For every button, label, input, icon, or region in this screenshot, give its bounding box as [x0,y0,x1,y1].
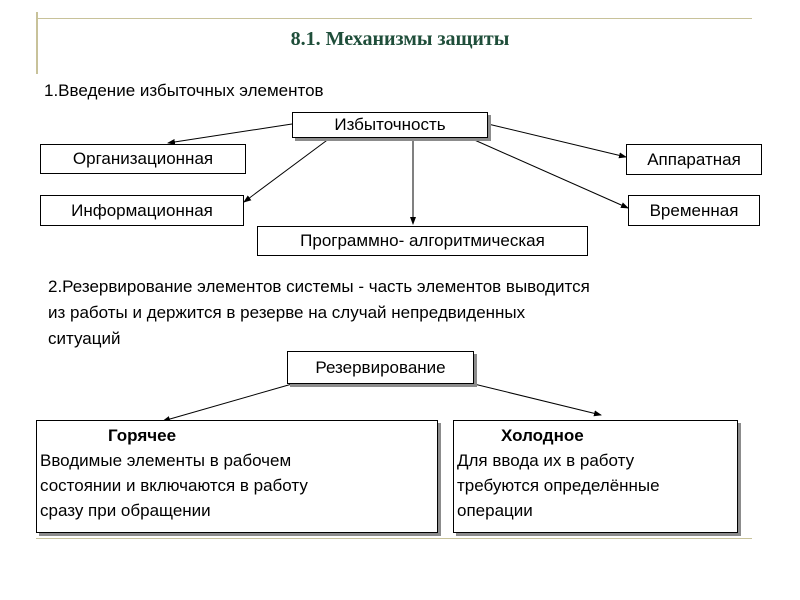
node-organizational: Организационная [40,144,246,174]
section1-heading: 1.Введение избыточных элементов [44,81,324,100]
arrow-to-cold [473,383,602,417]
arrow-to-time [469,137,629,209]
node-reservation: Резервирование [287,351,474,384]
arrow-to-org [167,123,293,145]
section2-heading-line-2: из работы и держится в резерве на случай… [48,303,526,322]
box-hot-reserve: Горячее Вводимые элементы в рабочем сост… [36,420,438,533]
node-software-algorithmic: Программно- алгоритмическая [257,226,588,256]
hot-reserve-title: Горячее [108,426,177,445]
frame-left-accent [36,12,38,74]
node-hardware: Аппаратная [626,144,762,175]
frame-top-line [36,18,752,19]
arrow-to-info [243,137,331,203]
frame-bottom-line [36,538,752,539]
section2-heading-line-1: 2.Резервирование элементов системы - час… [48,277,590,296]
hot-reserve-line-3: сразу при обращении [40,501,211,520]
arrow-to-hw [487,123,627,159]
box-cold-reserve: Холодное Для ввода их в работу требуются… [453,420,738,533]
node-informational: Информационная [40,195,244,226]
cold-reserve-line-3: операции [457,501,533,520]
hot-reserve-line-1: Вводимые элементы в рабочем [40,451,292,470]
hot-reserve-line-2: состоянии и включаются в работу [40,476,308,495]
cold-reserve-title: Холодное [501,426,584,445]
node-redundancy: Избыточность [292,112,488,138]
slide-title: 8.1. Механизмы защиты [290,28,510,50]
section2-heading-line-3: ситуаций [48,329,121,348]
node-temporal: Временная [628,195,760,226]
cold-reserve-line-2: требуются определённые [457,476,660,495]
cold-reserve-line-1: Для ввода их в работу [457,451,635,470]
arrow-to-hot [162,383,293,422]
